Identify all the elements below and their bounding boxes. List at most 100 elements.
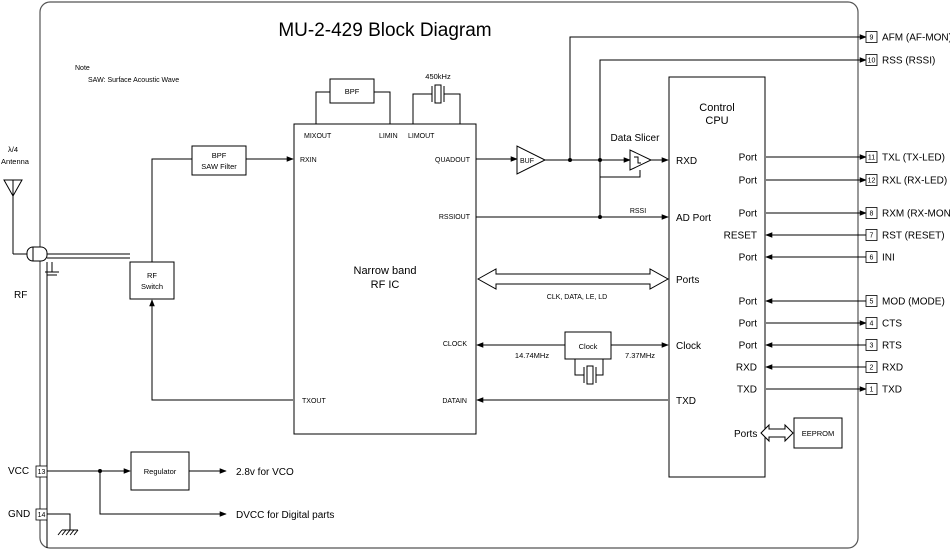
pin-6-box	[865, 251, 878, 263]
cpu-pin-eeprom-ports: Ports	[734, 429, 757, 440]
cpu-pin-txd: TXD	[676, 396, 696, 407]
cpu-pin-ports: Ports	[676, 275, 699, 286]
buf-label: BUF	[520, 158, 534, 165]
eeprom-label: EEPROM	[802, 429, 835, 438]
gnd-ground-icon	[57, 529, 79, 536]
bus-double-arrow	[476, 268, 670, 290]
pin-6-label: INI	[882, 253, 895, 264]
bus-label: CLK, DATA, LE, LD	[547, 294, 607, 301]
bpf-label: BPF	[345, 87, 360, 96]
pin-2-label: RXD	[882, 363, 903, 374]
cpu-pin-clock: Clock	[676, 341, 702, 352]
pin-3-number: 3	[870, 343, 874, 350]
pin-8-number: 8	[870, 211, 874, 218]
buf-amplifier	[516, 145, 547, 175]
antenna-label: Antenna	[1, 157, 30, 166]
rf-ic-pin-limout: LIMOUT	[408, 133, 435, 140]
cpu-pin-ad-port: AD Port	[676, 213, 711, 224]
cpu-right-label: Port	[739, 209, 758, 220]
pin-12-box	[865, 174, 878, 186]
rf-ic-pin-datain: DATAIN	[442, 398, 467, 405]
vcc-pin-number: 13	[38, 469, 46, 476]
gnd-pin-number: 14	[38, 512, 46, 519]
vcc-label: VCC	[8, 466, 29, 477]
pin-4-label: CTS	[882, 319, 902, 330]
data-slicer-label: Data Slicer	[611, 133, 661, 144]
crystal-450khz-label: 450kHz	[425, 72, 451, 81]
rf-ic-pin-quadout: QUADOUT	[435, 157, 471, 164]
pin-1-number: 1	[870, 387, 874, 394]
pin-4-number: 4	[870, 321, 874, 328]
cpu-name: Control	[699, 102, 734, 114]
pin-1-box	[865, 383, 878, 395]
rf-switch-label: RF	[147, 271, 157, 280]
rf-ic-pin-rssiout: RSSIOUT	[439, 214, 471, 221]
dvcc-supply-label: DVCC for Digital parts	[236, 510, 334, 521]
pin-5-label: MOD (MODE)	[882, 297, 945, 308]
clock-left-freq: 14.74MHz	[515, 351, 549, 360]
rf-switch-block	[129, 261, 175, 300]
pin-3-box	[865, 339, 878, 351]
pin-2-box	[865, 361, 878, 373]
rf-ic-block	[293, 123, 477, 435]
cpu-right-label: TXD	[737, 385, 757, 396]
pin-5-number: 5	[870, 299, 874, 306]
rf-ic-pin-limin: LIMIN	[379, 133, 398, 140]
gnd-label: GND	[8, 509, 30, 520]
pin-3-label: RTS	[882, 341, 902, 352]
control-cpu-block	[668, 76, 766, 478]
pin-11-box	[865, 151, 878, 163]
rf-ic-pin-clock: CLOCK	[443, 341, 467, 348]
rf-ic-pin-mixout: MIXOUT	[304, 133, 332, 140]
clock-crystal-icon	[583, 365, 597, 385]
data-slicer-comparator	[629, 149, 653, 171]
rf-label: RF	[14, 290, 27, 301]
bpf-block	[329, 78, 375, 104]
crystal-450khz-icon	[431, 84, 445, 104]
bpf-saw-label: BPF	[212, 151, 227, 160]
diagram-title: MU-2-429 Block Diagram	[278, 20, 491, 41]
pin-7-box	[865, 229, 878, 241]
pin-10-number: 10	[868, 58, 876, 65]
cpu-right-label: Port	[739, 319, 758, 330]
antenna-lambda-label: λ/4	[8, 145, 18, 154]
regulator-label: Regulator	[144, 467, 177, 476]
pin-7-number: 7	[870, 233, 874, 240]
pin-12-number: 12	[868, 178, 876, 185]
pin-11-number: 11	[868, 155, 875, 162]
pin-10-box	[865, 54, 878, 66]
cpu-pin-rxd: RXD	[676, 156, 697, 167]
cpu-right-label: Port	[739, 176, 758, 187]
pin-7-label: RST (RESET)	[882, 231, 945, 242]
clock-right-freq: 7.37MHz	[625, 351, 655, 360]
pin-9-box	[865, 31, 878, 43]
cpu-right-label: Port	[739, 297, 758, 308]
rf-ic-pin-txout: TXOUT	[302, 398, 326, 405]
eeprom-block	[793, 417, 843, 449]
bpf-saw-label-2: SAW Filter	[201, 162, 237, 171]
pin-8-box	[865, 207, 878, 219]
rssi-label: RSSI	[630, 208, 646, 215]
cpu-right-label: Port	[739, 253, 758, 264]
pin-11-label: TXL (TX-LED)	[882, 153, 945, 164]
rf-ic-name-2: RF IC	[371, 279, 400, 291]
cpu-right-label: Port	[739, 341, 758, 352]
pin-4-box	[865, 317, 878, 329]
note-text: SAW: Surface Acoustic Wave	[88, 77, 179, 84]
pin-10-label: RSS (RSSI)	[882, 56, 935, 67]
cpu-right-label: RXD	[736, 363, 757, 374]
bpf-saw-filter-block	[191, 145, 247, 176]
regulator-block	[130, 451, 190, 491]
pin-6-number: 6	[870, 255, 874, 262]
pin-1-label: TXD	[882, 385, 902, 396]
coax-connector-icon	[26, 246, 48, 262]
pin-9-number: 9	[870, 35, 874, 42]
rf-switch-label-2: Switch	[141, 282, 163, 291]
rf-ic-name: Narrow band	[354, 265, 417, 277]
cpu-right-label: Port	[739, 153, 758, 164]
cpu-right-label: RESET	[724, 231, 757, 242]
eeprom-double-arrow	[760, 423, 794, 443]
